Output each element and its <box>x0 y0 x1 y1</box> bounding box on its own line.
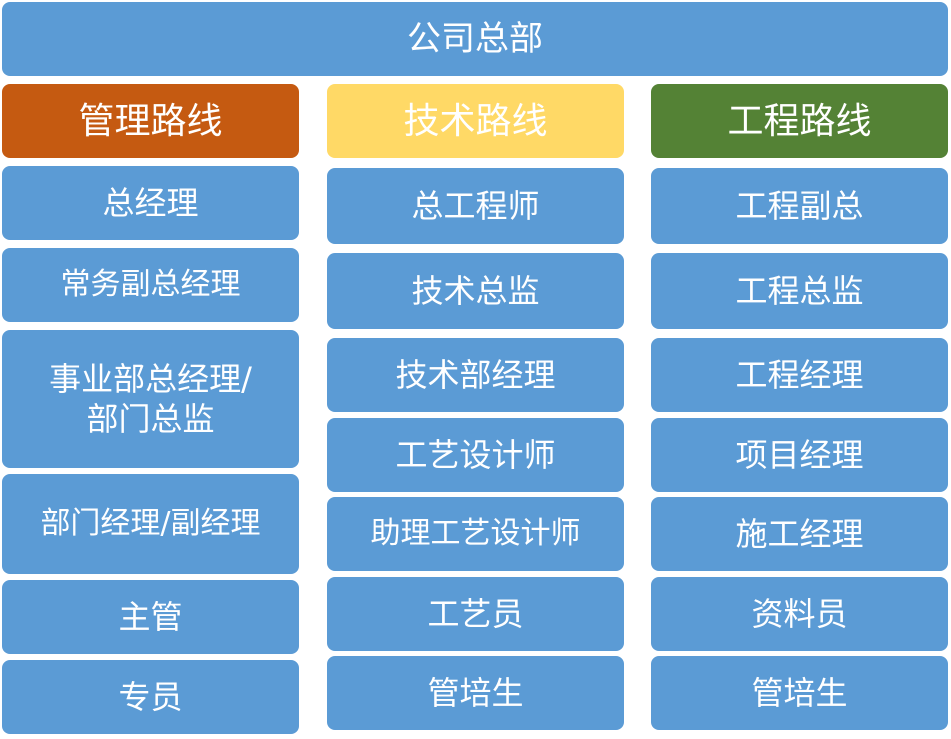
role-chief-engineer: 总工程师 <box>327 168 624 244</box>
role-executive-vice-general-manager: 常务副总经理 <box>2 248 299 322</box>
role-specialist: 专员 <box>2 660 299 734</box>
role-project-manager: 项目经理 <box>651 418 948 492</box>
role-general-manager: 总经理 <box>2 166 299 240</box>
role-department-manager-deputy: 部门经理/副经理 <box>2 474 299 574</box>
role-construction-manager: 施工经理 <box>651 497 948 571</box>
role-engineering-vice-president: 工程副总 <box>651 168 948 244</box>
role-document-controller: 资料员 <box>651 577 948 651</box>
role-management-trainee-technical: 管培生 <box>327 656 624 730</box>
company-headquarters-box: 公司总部 <box>2 2 948 76</box>
management-track-header: 管理路线 <box>2 84 299 158</box>
role-technical-director: 技术总监 <box>327 253 624 329</box>
role-process-technician: 工艺员 <box>327 577 624 651</box>
role-supervisor: 主管 <box>2 580 299 654</box>
role-management-trainee-engineering: 管培生 <box>651 656 948 730</box>
role-technical-department-manager: 技术部经理 <box>327 338 624 412</box>
technical-track-header: 技术路线 <box>327 84 624 158</box>
engineering-track-header: 工程路线 <box>651 84 948 158</box>
role-division-gm-department-director: 事业部总经理/ 部门总监 <box>2 330 299 468</box>
role-engineering-director: 工程总监 <box>651 253 948 329</box>
role-engineering-manager: 工程经理 <box>651 338 948 412</box>
role-assistant-process-designer: 助理工艺设计师 <box>327 497 624 571</box>
role-process-designer: 工艺设计师 <box>327 418 624 492</box>
